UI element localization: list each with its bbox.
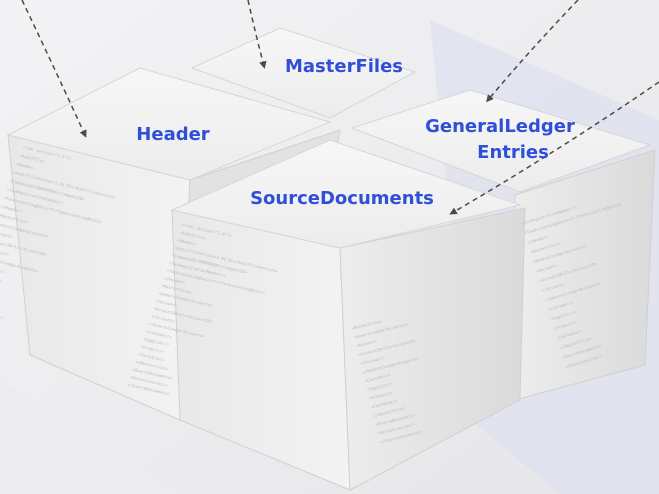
code-line: <Header> xyxy=(15,161,36,171)
code-line: <Account> xyxy=(355,338,378,348)
code-line: <MasterFiles> xyxy=(161,283,194,295)
cube-source-documents xyxy=(170,139,526,491)
code-line: </Account> xyxy=(541,281,566,293)
code-line: <TaxTable/> xyxy=(371,398,398,409)
code-line: <Customer/> xyxy=(364,372,391,383)
code-line: <Product/> xyxy=(368,390,393,401)
arrows xyxy=(21,0,659,215)
code-line: <AuditFile> xyxy=(19,153,47,164)
code-line: </Account> xyxy=(0,246,10,257)
code-line: <Supplier/> xyxy=(142,336,170,347)
code-line: <Customer/> xyxy=(145,329,173,340)
arrow-to-header xyxy=(21,0,87,138)
code-line: <Supplier/> xyxy=(0,272,3,283)
code-line: <TaxTable/> xyxy=(137,352,165,363)
code-line: </Account> xyxy=(150,313,176,323)
label-header: Header xyxy=(136,124,210,145)
code-line: </Header> xyxy=(163,275,186,285)
label-general-ledger-line1: GeneralLedger xyxy=(425,116,575,137)
arrow-to-source-documents xyxy=(449,81,659,215)
code-line: <Account> xyxy=(0,229,14,239)
code-line: <Header> xyxy=(176,237,197,246)
code-line: </Header> xyxy=(0,204,23,214)
code-line: </Account> xyxy=(360,355,385,366)
label-source-documents: SourceDocuments xyxy=(250,188,434,209)
code-line: <Account> xyxy=(155,298,178,308)
code-line: <Supplier/> xyxy=(366,381,393,392)
cube-general-ledger xyxy=(350,89,656,401)
code-line: </Header> xyxy=(527,234,550,245)
cube-masterfiles xyxy=(190,27,417,119)
label-general-ledger-line2: Entries xyxy=(477,142,549,163)
code-block-source-documents: <?xml version="1.0"?><AuditFile> <Header… xyxy=(127,222,279,396)
code-line: <Customer/> xyxy=(0,263,6,274)
code-line: <Product/> xyxy=(140,344,166,354)
code-line: <Account> xyxy=(535,262,558,273)
code-line: <AuditFile> xyxy=(179,230,207,241)
arrow-to-general-ledger xyxy=(486,0,579,103)
floor-shade xyxy=(0,380,180,494)
label-masterfiles: MasterFiles xyxy=(285,56,403,77)
code-line: <Product/> xyxy=(553,319,578,331)
